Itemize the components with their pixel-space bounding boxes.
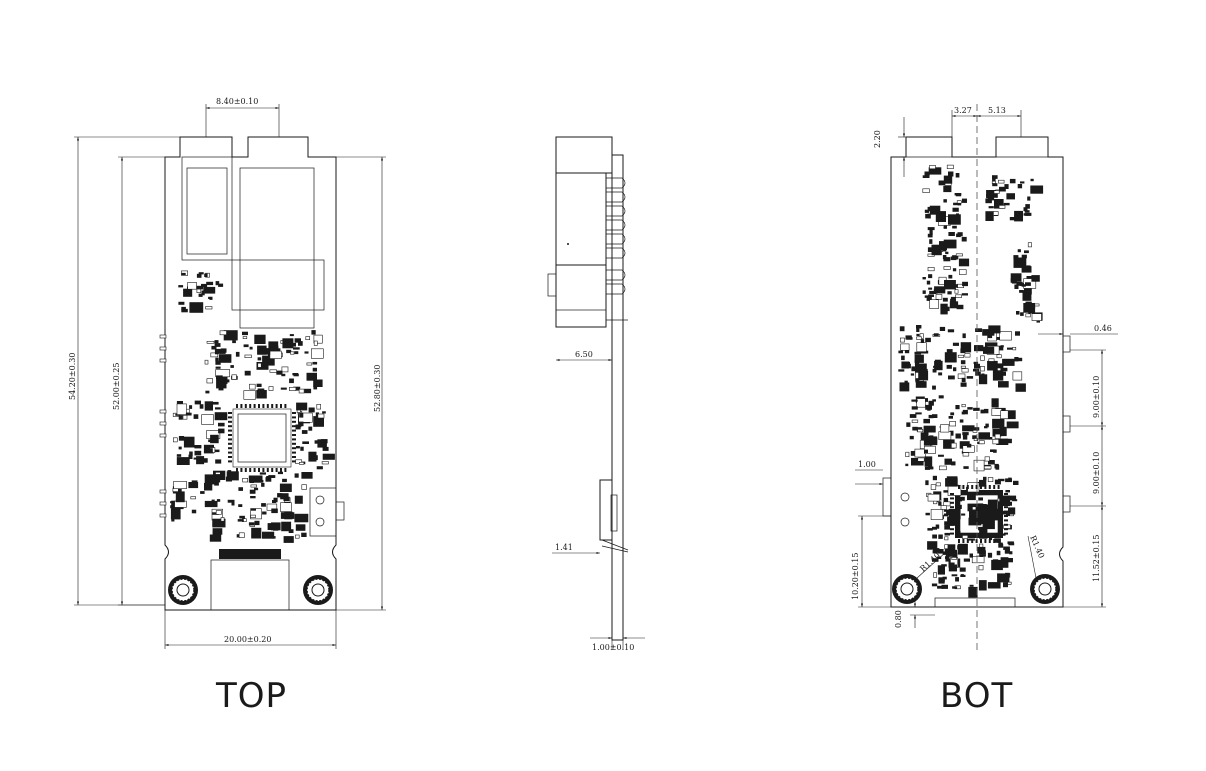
dim-top-board-length: 52.00±0.25 bbox=[112, 363, 121, 410]
dim-bot-hole-pos: 10.20±0.15 bbox=[851, 553, 860, 600]
dim-bot-button-width: 1.00 bbox=[858, 460, 876, 469]
bot-edge-pad-2 bbox=[1062, 415, 1071, 433]
side-view: 6.50 1.41 1.00±0.10 bbox=[547, 136, 645, 652]
bot-button-hole-b bbox=[900, 517, 910, 527]
top-main-chip bbox=[232, 408, 292, 468]
dim-top-board-width: 20.00±0.20 bbox=[224, 635, 271, 644]
dim-side-offset: 1.41 bbox=[555, 543, 573, 552]
top-usb-shield bbox=[239, 167, 315, 329]
top-sd-slot bbox=[181, 156, 233, 261]
dim-bot-radius-right: R1.40 bbox=[1028, 534, 1046, 559]
top-view-label: TOP bbox=[215, 676, 287, 716]
dim-top-overall-length: 54.20±0.30 bbox=[68, 353, 77, 400]
top-button-hole-a bbox=[315, 495, 325, 505]
bot-fpc-connector bbox=[934, 597, 1016, 608]
dim-bot-offset-a: 3.27 bbox=[954, 106, 972, 115]
top-main-chip-core bbox=[237, 413, 287, 463]
dim-bot-pitch-2: 9.00±0.10 bbox=[1092, 452, 1101, 494]
dim-side-thickness: 1.00±0.10 bbox=[592, 643, 634, 652]
bot-side-button bbox=[882, 477, 892, 517]
dim-bot-offset-b: 5.13 bbox=[988, 106, 1006, 115]
bot-button-hole-a bbox=[900, 492, 910, 502]
bot-mount-hole-right bbox=[1030, 574, 1060, 604]
top-sd-inner bbox=[186, 167, 228, 255]
side-usb-lip bbox=[547, 273, 557, 297]
bottom-view: 3.27 5.13 2.20 0.46 9.00±0.10 9.00±0.10 … bbox=[851, 104, 1118, 716]
top-button-hole-b bbox=[315, 517, 325, 527]
bottom-view-label: BOT bbox=[940, 676, 1013, 716]
side-connector-body bbox=[555, 172, 607, 266]
top-mount-hole-right bbox=[303, 575, 333, 605]
top-view: 8.40±0.10 54.20±0.30 52.00±0.25 52.80±0.… bbox=[68, 97, 386, 716]
side-usb-base bbox=[555, 309, 607, 328]
top-shield-tab bbox=[231, 259, 325, 311]
bot-edge-pad-1 bbox=[1062, 335, 1071, 353]
top-board-outline bbox=[164, 136, 337, 611]
top-mount-hole-left bbox=[168, 575, 198, 605]
top-fpc-connector bbox=[210, 559, 290, 611]
top-components bbox=[159, 270, 335, 543]
bot-edge-pad-3 bbox=[1062, 495, 1071, 513]
dim-top-right-length: 52.80±0.30 bbox=[373, 365, 382, 412]
bot-board-outline bbox=[890, 136, 1064, 608]
side-board-edge bbox=[611, 154, 624, 641]
top-chip-pins bbox=[228, 404, 296, 472]
top-side-button bbox=[309, 487, 337, 537]
dim-side-height: 6.50 bbox=[575, 350, 593, 359]
bot-components bbox=[898, 164, 1044, 598]
side-button-body bbox=[599, 479, 613, 541]
dim-bot-pitch-3: 11.52±0.15 bbox=[1092, 535, 1101, 582]
side-button-cap bbox=[610, 494, 618, 532]
dim-bot-top-offset: 2.20 bbox=[873, 130, 882, 148]
bot-mount-hole-left bbox=[892, 574, 922, 604]
dim-bot-bottom-offset: 0.80 bbox=[894, 610, 903, 628]
side-connector-top bbox=[555, 136, 613, 174]
side-pins bbox=[606, 177, 626, 295]
dim-bot-pitch-1: 9.00±0.10 bbox=[1092, 376, 1101, 418]
dim-top-connector-width: 8.40±0.10 bbox=[216, 97, 258, 106]
side-usb-body bbox=[555, 264, 607, 328]
top-fpc-pins bbox=[219, 549, 281, 559]
dim-bot-pin-width: 0.46 bbox=[1094, 324, 1112, 333]
top-side-button-cap bbox=[335, 501, 345, 521]
